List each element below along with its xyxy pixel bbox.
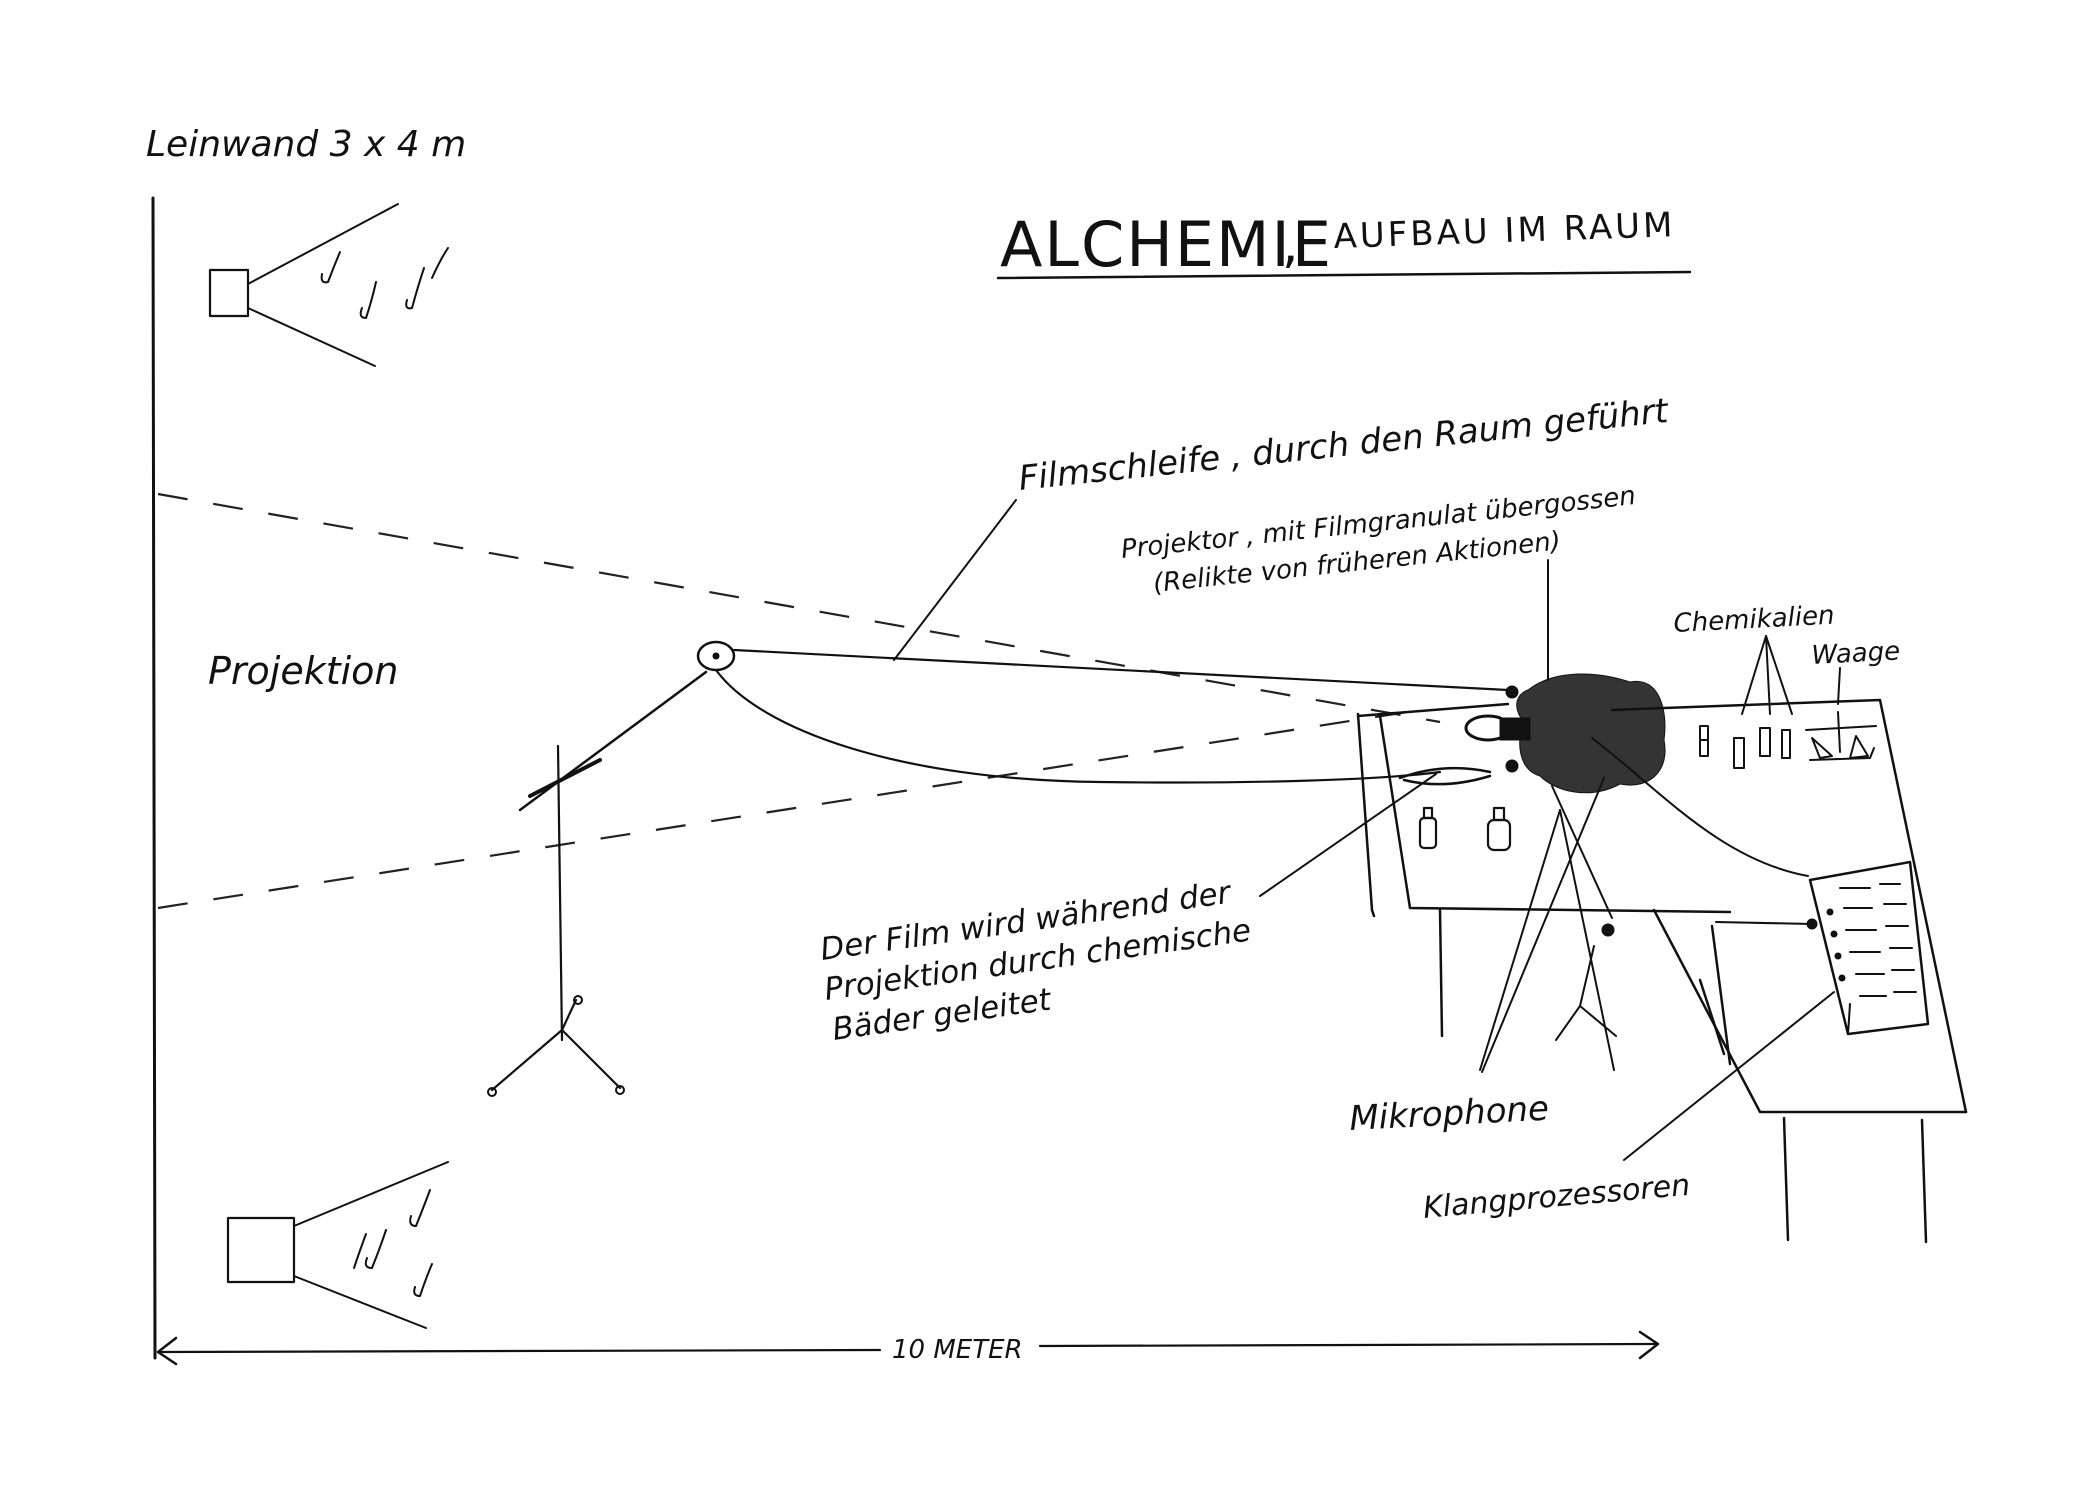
label-processors: Klangprozessoren: [1422, 1168, 1692, 1226]
label-microphones: Mikrophone: [1348, 1089, 1549, 1139]
film-reel-icon: [696, 640, 736, 672]
loudspeaker-top-icon: [208, 203, 449, 367]
leader-scale: [1837, 667, 1841, 705]
microphone-icons: [1479, 777, 1617, 1073]
leader-film-loop: [893, 499, 1017, 661]
loudspeaker-bottom-icon: [226, 1161, 449, 1329]
leader-processors: [1623, 991, 1835, 1161]
bottle-icons: [1418, 806, 1512, 852]
page-title-separator: ,: [1282, 215, 1301, 275]
screen-line: [151, 196, 157, 1360]
projector-table: [1356, 702, 1732, 1066]
label-projection: Projektion: [208, 649, 399, 693]
projection-beam-lower: [157, 708, 1421, 910]
reel-tripod: [487, 670, 708, 1097]
label-film-loop: Filmschleife , durch den Raum geführt: [1017, 391, 1672, 499]
label-screen: Leinwand 3 x 4 m: [146, 124, 466, 165]
leader-chemicals: [1741, 635, 1793, 715]
label-dimension: 10 METER: [892, 1335, 1023, 1365]
label-scale: Waage: [1811, 636, 1901, 671]
chemical-bottle-icons: [1699, 725, 1791, 769]
audio-cable: [1591, 737, 1809, 877]
dimension-line: [156, 1330, 1660, 1366]
title-underline: [996, 270, 1692, 280]
page-title-main: ALCHEMIE: [1000, 208, 1333, 281]
film-loop-upper: [732, 648, 1510, 692]
scale-icon: [1805, 711, 1877, 761]
leader-baths: [1259, 773, 1437, 897]
chemicals-table: [1610, 698, 1968, 1244]
label-chemicals: Chemikalien: [1673, 601, 1835, 639]
film-loop-lower: [714, 668, 1442, 784]
page-title-sub: AUFBAU IM RAUM: [1333, 205, 1676, 257]
cable-jack-line: [1715, 921, 1813, 925]
chemical-bath-icon: [1398, 766, 1492, 786]
projector-icon: [1464, 673, 1666, 794]
projection-beam-upper: [157, 492, 1441, 724]
sound-processor-icon: [1808, 860, 1930, 1036]
